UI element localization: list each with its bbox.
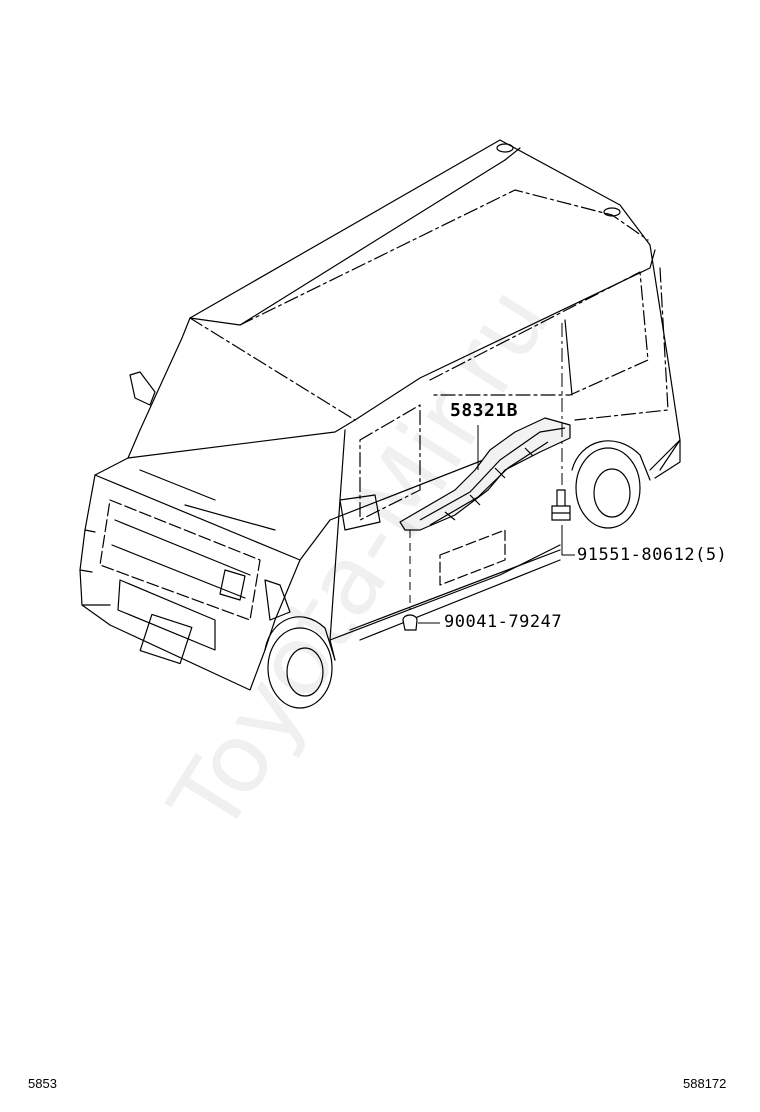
footer-right-code: 588172 [683,1076,727,1091]
clip-part [403,615,417,630]
footer-left-code: 5853 [28,1076,57,1091]
part-label-58321b: 58321B [450,400,519,421]
part-label-clip: 90041-79247 [444,612,563,632]
leader-lines [410,323,575,623]
trim-panel-58321b [400,418,570,530]
part-label-bolt: 91551-80612(5) [577,545,728,565]
bolt-part [552,490,570,520]
van-body-outline [80,140,680,708]
